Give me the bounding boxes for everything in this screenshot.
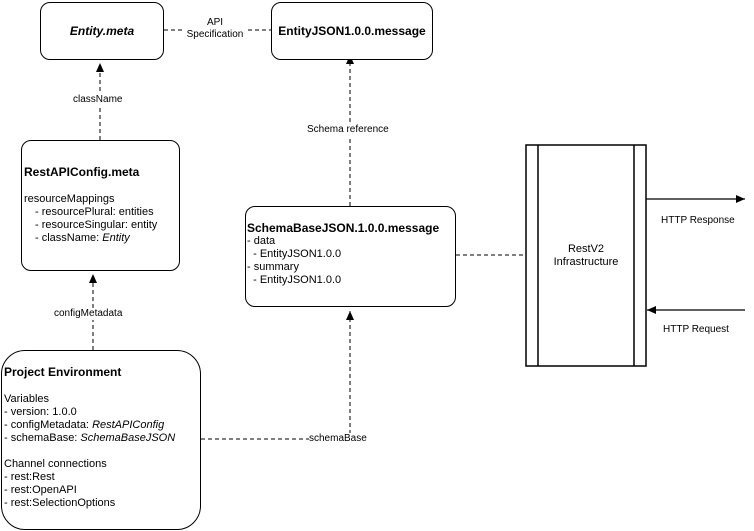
restapiconfig-title: RestAPIConfig.meta (24, 165, 140, 179)
api-spec-label-line2: Specification (186, 29, 244, 40)
channels-header: Channel connections (4, 458, 107, 470)
schema-base-label: schemaBase (309, 433, 367, 445)
channel-item-2: - rest:OpenAPI (4, 484, 77, 496)
classname-label: className (73, 94, 123, 106)
configmetadata-line: - configMetadata: RestAPIConfig (4, 419, 200, 432)
schemabase-line: - schemaBase: SchemaBaseJSON (4, 432, 200, 445)
api-spec-label-line1: API (206, 17, 224, 28)
version-line: - version: 1.0.0 (4, 406, 77, 418)
entity-meta-node[interactable]: Entity.meta (40, 2, 164, 60)
channel-item-1: - rest:Rest (4, 471, 55, 483)
entity-json-node[interactable]: EntityJSON1.0.0.message (271, 2, 433, 60)
schemabase-line-2: - EntityJSON1.0.0 (247, 248, 342, 260)
restapiconfig-section: resourceMappings (24, 193, 115, 205)
configmetadata-prefix: - configMetadata: (4, 419, 93, 431)
api-spec-label: API Specification (182, 17, 248, 41)
configmetadata-value: RestAPIConfig (92, 419, 165, 431)
schemabase-title: SchemaBaseJSON.1.0.0.message (247, 221, 440, 235)
entity-meta-title: Entity.meta (69, 24, 135, 38)
restv2-line-2: Infrastructure (553, 255, 619, 268)
classname-prefix: - className: (35, 232, 103, 244)
schemabase-prefix: - schemaBase: (4, 432, 81, 444)
project-env-title: Project Environment (4, 365, 122, 379)
variables-header: Variables (4, 393, 50, 405)
schema-reference-label: Schema reference (307, 124, 389, 136)
schemabase-line-3: - summary (247, 261, 299, 273)
schemabase-line-1: - data (247, 235, 276, 247)
restapiconfig-classname-line: - className: Entity (24, 232, 179, 245)
restapiconfig-node[interactable]: RestAPIConfig.meta resourceMappings - re… (21, 140, 180, 271)
http-request-label: HTTP Request (663, 324, 729, 336)
config-metadata-label: configMetadata (54, 308, 123, 320)
http-response-label: HTTP Response (661, 215, 735, 227)
entity-json-title: EntityJSON1.0.0.message (278, 24, 426, 38)
project-env-node[interactable]: Project Environment Variables - version:… (1, 350, 201, 530)
restv2-label[interactable]: RestV2 Infrastructure (538, 145, 634, 366)
schema-base-arrow (201, 311, 354, 440)
classname-value: Entity (102, 232, 130, 244)
schemabase-node[interactable]: SchemaBaseJSON.1.0.0.message - data - En… (245, 206, 456, 307)
restv2-line-1: RestV2 (567, 242, 605, 255)
restv2-box (525, 144, 647, 367)
restapiconfig-line-2: - resourceSingular: entity (35, 219, 158, 231)
restapiconfig-line-1: - resourcePlural: entities (35, 206, 154, 218)
schemabase-value: SchemaBaseJSON (80, 432, 176, 444)
channel-item-3: - rest:SelectionOptions (4, 497, 116, 509)
schemabase-line-4: - EntityJSON1.0.0 (247, 274, 342, 286)
